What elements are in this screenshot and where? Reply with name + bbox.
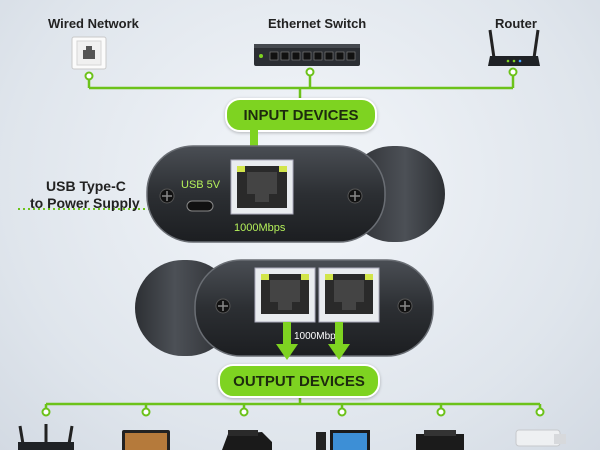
speed-label-bottom: 1000Mbps bbox=[294, 331, 341, 342]
desktop-icon bbox=[316, 430, 370, 450]
wired-network-label: Wired Network bbox=[48, 16, 139, 31]
power-label-line1: USB Type-C bbox=[46, 178, 126, 194]
output-devices-badge: OUTPUT DEVICES bbox=[218, 364, 380, 398]
printer-icon bbox=[416, 430, 464, 450]
laptop-icon bbox=[122, 430, 170, 450]
router-icon bbox=[18, 424, 74, 450]
printer-icon bbox=[222, 430, 272, 450]
router-label: Router bbox=[495, 16, 537, 31]
arrow-down-icon bbox=[276, 322, 298, 360]
ethernet-switch-label: Ethernet Switch bbox=[268, 16, 367, 31]
power-label-line2: to Power Supply bbox=[30, 195, 140, 211]
output-adapter-device bbox=[135, 259, 434, 357]
router-icon bbox=[488, 29, 540, 66]
wall-socket-icon bbox=[71, 36, 107, 70]
speed-label-top: 1000Mbps bbox=[234, 222, 286, 234]
input-adapter-device bbox=[146, 145, 445, 243]
input-devices-badge: INPUT DEVICES bbox=[225, 98, 377, 132]
arrow-down-icon bbox=[328, 322, 350, 360]
usb-5v-label: USB 5V bbox=[181, 179, 221, 191]
camera-icon bbox=[515, 429, 566, 447]
ethernet-switch-icon bbox=[254, 44, 360, 66]
